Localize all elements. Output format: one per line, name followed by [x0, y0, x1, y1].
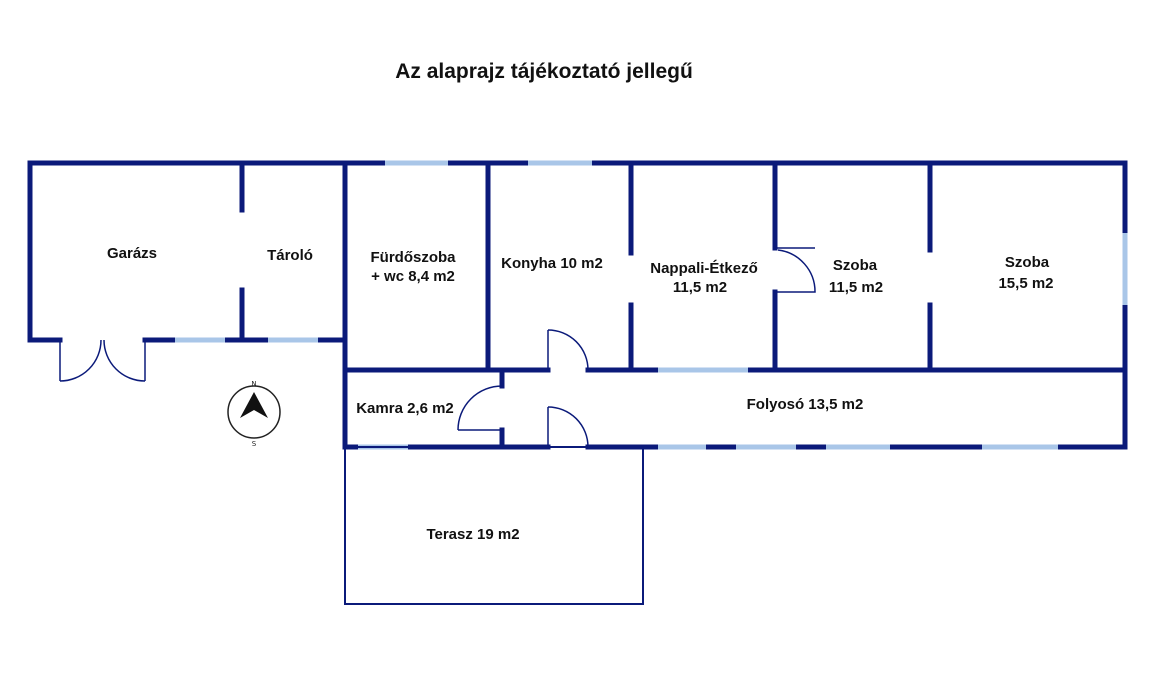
room-label-room2-2: 15,5 m2: [998, 275, 1053, 292]
compass-icon: N S: [227, 380, 281, 448]
room-label-living-1: Nappali-Étkező: [650, 260, 758, 277]
room-label-storage: Tároló: [267, 247, 313, 264]
room-label-pantry: Kamra 2,6 m2: [356, 400, 454, 417]
room-door: [775, 247, 816, 293]
garage-door: [59, 339, 146, 382]
terrace-outline: [344, 446, 644, 605]
room-label-room2-1: Szoba: [1005, 254, 1050, 271]
terrace-door: [547, 406, 589, 448]
room-label-kitchen: Konyha 10 m2: [501, 255, 603, 272]
room-label-room1-2: 11,5 m2: [829, 279, 883, 296]
room-label-garage: Garázs: [107, 245, 157, 262]
compass-south: S: [252, 440, 257, 448]
plan-title: Az alaprajz tájékoztató jellegű: [395, 60, 693, 83]
compass-north: N: [251, 380, 256, 388]
room-label-corridor: Folyosó 13,5 m2: [747, 396, 864, 413]
room-label-bathroom-2: + wc 8,4 m2: [371, 268, 455, 285]
room-label-room1-1: Szoba: [833, 257, 878, 274]
pantry-door: [457, 385, 503, 431]
room-label-terrace: Terasz 19 m2: [426, 526, 519, 543]
house-walls: [342, 160, 1128, 450]
room-label-living-2: 11,5 m2: [673, 279, 727, 296]
windows: [358, 160, 1128, 450]
room-label-bathroom-1: Fürdőszoba: [371, 249, 457, 266]
kitchen-door: [547, 329, 589, 371]
